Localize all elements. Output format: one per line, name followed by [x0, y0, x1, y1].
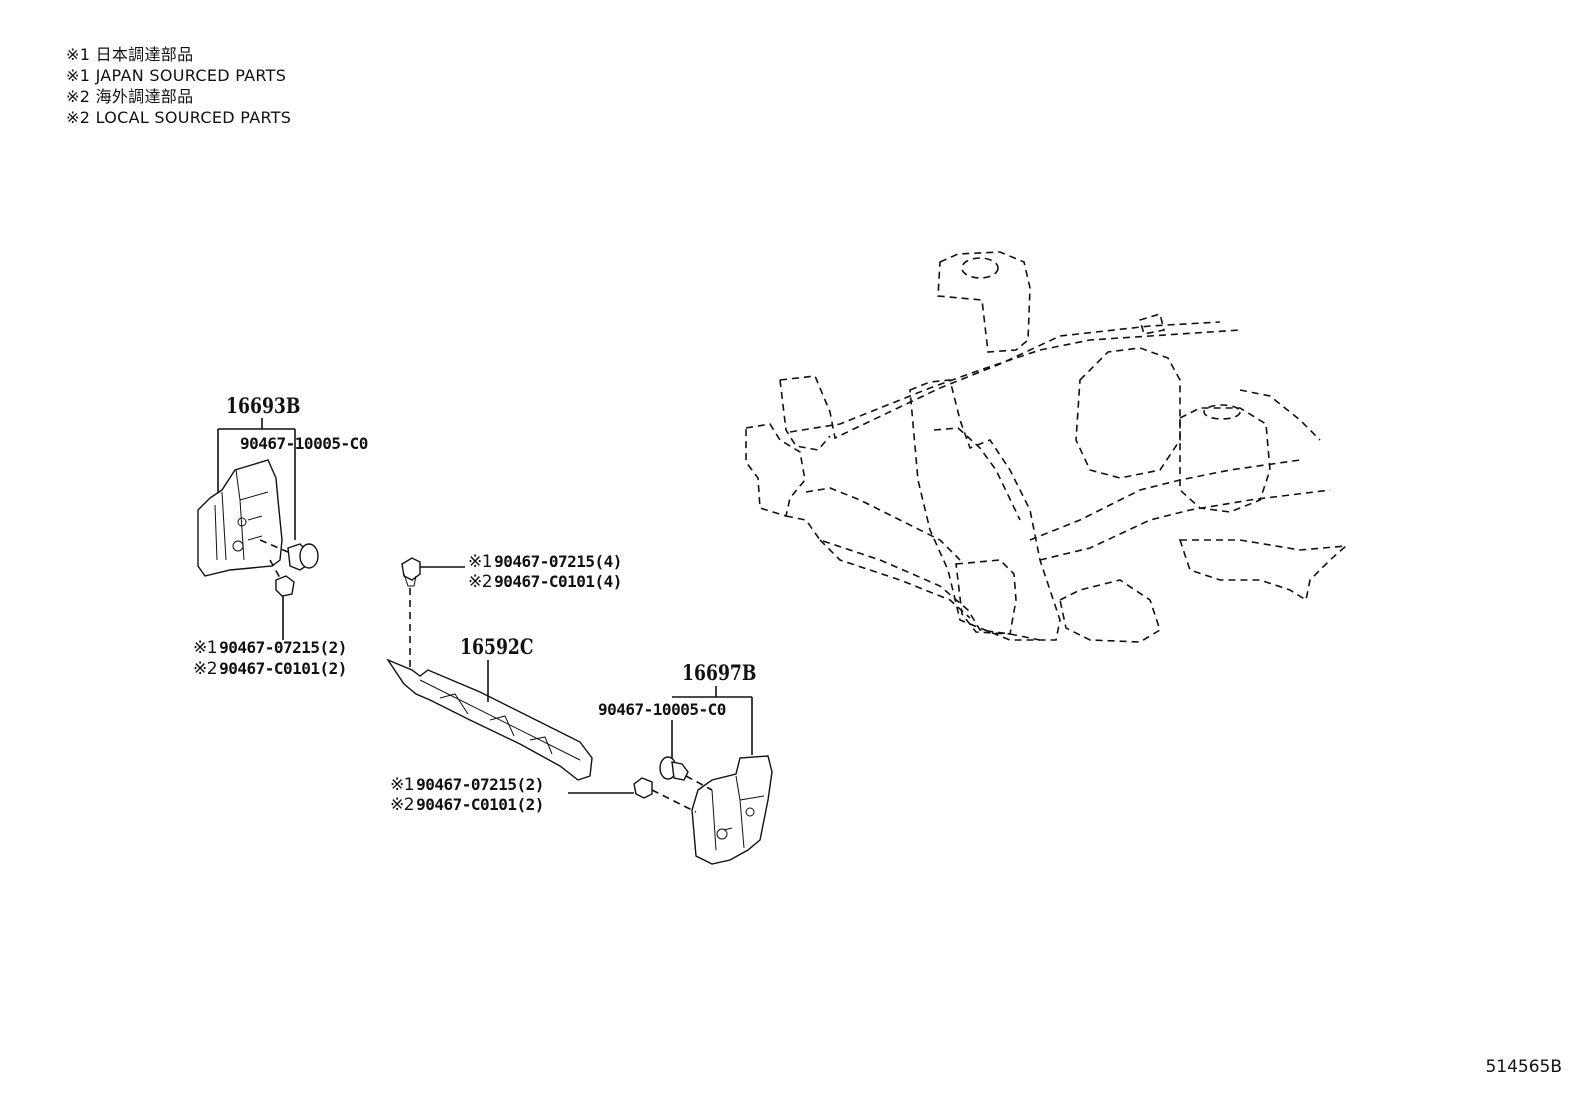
label-clip-right-bottom-2-number: 90467-C0101(2): [416, 795, 544, 814]
strip-16592c-drawing: [386, 557, 593, 781]
label-clip-right-top: 90467-10005-C0: [598, 700, 726, 719]
legend-line-3: ※2 海外調達部品: [66, 87, 194, 106]
label-clip-right-bottom-1-number: 90467-07215(2): [416, 775, 544, 794]
label-bracket-16693b: 16693B: [226, 393, 301, 418]
legend: ※1 日本調達部品 ※1 JAPAN SOURCED PARTS ※2 海外調達…: [66, 44, 291, 128]
label-clip-left-bottom-1-number: 90467-07215(2): [219, 638, 347, 657]
legend-line-4: ※2 LOCAL SOURCED PARTS: [66, 108, 292, 127]
mark-japan-sourced: ※1: [468, 552, 493, 572]
bracket-16697b-drawing: [568, 686, 773, 865]
label-strip-16592c: 16592C: [460, 634, 534, 659]
mark-local-sourced: ※2: [193, 659, 218, 679]
label-clip-center-2-number: 90467-C0101(4): [494, 572, 622, 591]
mark-japan-sourced: ※1: [390, 775, 415, 795]
legend-line-2: ※1 JAPAN SOURCED PARTS: [66, 66, 287, 85]
mark-japan-sourced: ※1: [193, 638, 218, 658]
illustration-number: 514565B: [1485, 1057, 1562, 1077]
bracket-16693b-drawing: [197, 418, 319, 640]
legend-line-1: ※1 日本調達部品: [66, 45, 194, 64]
label-clip-center-1-number: 90467-07215(4): [494, 552, 622, 571]
mark-local-sourced: ※2: [468, 572, 493, 592]
label-clip-left-bottom-2-number: 90467-C0101(2): [219, 659, 347, 678]
vehicle-frame-drawing: [745, 251, 1349, 643]
label-clip-left-top: 90467-10005-C0: [240, 434, 368, 453]
mark-local-sourced: ※2: [390, 795, 415, 815]
label-bracket-16697b: 16697B: [682, 660, 757, 685]
